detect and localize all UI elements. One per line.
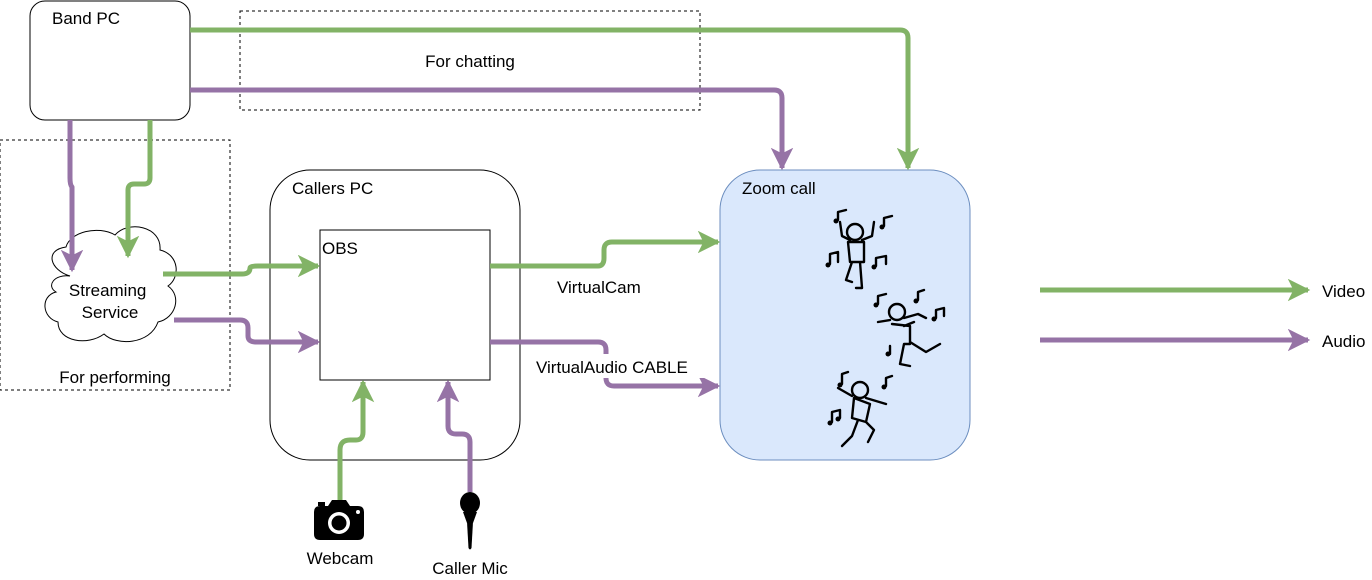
dancer-1-icon — [825, 208, 894, 290]
dancing-people-icon — [825, 208, 946, 448]
edge-streaming-audio-to-obs — [174, 317, 321, 354]
obs-label: OBS — [322, 239, 358, 258]
legend: Video Audio — [1040, 278, 1365, 352]
virtualaudio-label: VirtualAudio CABLE — [536, 358, 688, 377]
group-for-chatting-label: For chatting — [425, 52, 515, 71]
zoom-call-node[interactable] — [719, 169, 971, 461]
virtualaudio-label-bg — [533, 354, 709, 378]
microphone-icon — [460, 492, 480, 550]
group-for-performing-label: For performing — [59, 368, 170, 387]
callers-pc-label: Callers PC — [292, 179, 373, 198]
band-pc-label: Band PC — [52, 9, 120, 28]
group-for-chatting — [239, 10, 701, 111]
dancer-3-icon — [827, 370, 894, 448]
group-for-performing — [0, 139, 231, 391]
edge-streaming-video-to-obs — [163, 254, 321, 278]
caller-mic-label: Caller Mic — [432, 559, 508, 578]
legend-audio-label: Audio — [1322, 332, 1365, 351]
virtualcam-label: VirtualCam — [557, 278, 641, 297]
zoom-call-label: Zoom call — [742, 179, 816, 198]
edge-band-audio-to-zoom — [190, 87, 794, 171]
edge-band-audio-to-streaming — [60, 120, 84, 273]
streaming-service-label: Streaming Service — [69, 281, 151, 322]
band-pc-node[interactable] — [29, 0, 191, 121]
streaming-service-label-line2: Service — [82, 303, 139, 322]
edge-mic-audio-to-obs — [436, 379, 473, 492]
dancer-2-icon — [873, 288, 946, 368]
edge-webcam-video-to-obs — [337, 379, 375, 500]
edge-band-video-to-zoom — [190, 27, 920, 171]
edge-obs-video-to-zoom — [490, 230, 721, 269]
camera-icon — [314, 500, 364, 540]
streaming-service-label-line1: Streaming — [69, 281, 146, 300]
webcam-label: Webcam — [307, 549, 374, 568]
legend-video-label: Video — [1322, 282, 1365, 301]
edge-band-video-to-streaming — [116, 120, 153, 259]
virtualcam-label-bg — [554, 274, 654, 298]
obs-node[interactable] — [319, 229, 491, 381]
